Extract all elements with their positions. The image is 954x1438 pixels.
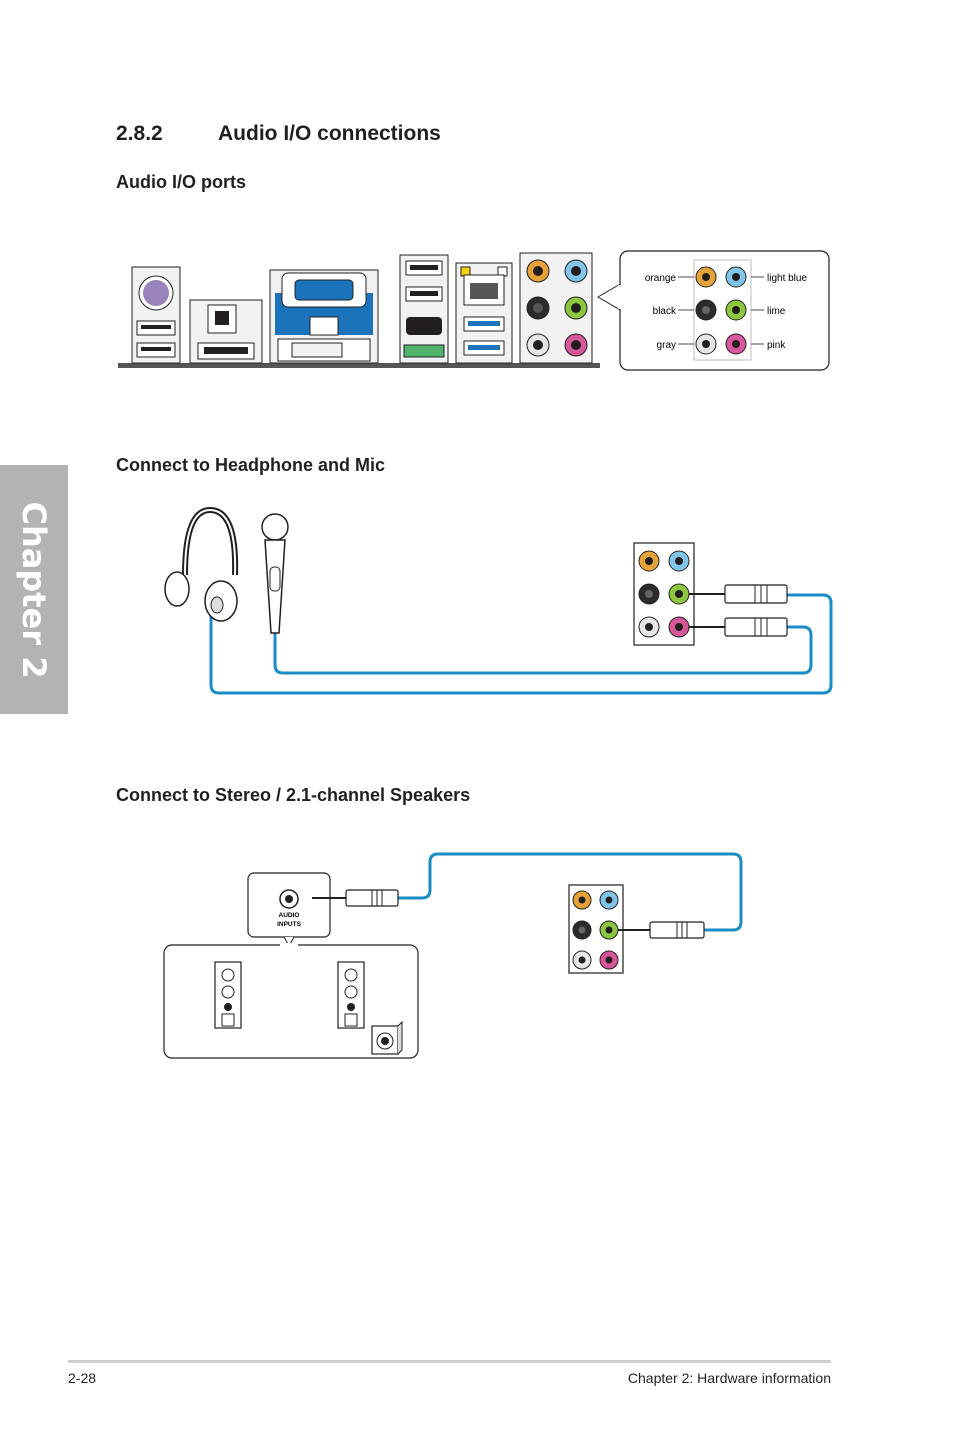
rear-io-panel-diagram: orange light blue black lime gray pink xyxy=(118,250,830,371)
section-title: Audio I/O connections xyxy=(218,122,441,145)
chapter-side-tab: Chapter 2 xyxy=(0,465,68,714)
usb-esata-block xyxy=(399,254,449,364)
footer-chapter-title: Chapter 2: Hardware information xyxy=(627,1370,831,1386)
plug-headphone xyxy=(689,584,788,604)
label-orange: orange xyxy=(645,273,677,284)
lan-usb3-block xyxy=(455,262,513,364)
subheading-audio-ports: Audio I/O ports xyxy=(116,172,246,192)
vga-dvi-block xyxy=(269,269,379,364)
audio-inputs-line1: AUDIO xyxy=(279,912,300,919)
subwoofer-icon xyxy=(371,1020,403,1055)
label-pink: pink xyxy=(767,340,786,351)
label-lime: lime xyxy=(767,306,786,317)
headphone-icon xyxy=(164,506,239,622)
subheading-speakers: Connect to Stereo / 2.1-channel Speakers xyxy=(116,785,471,805)
headphone-mic-diagram xyxy=(164,506,833,695)
section-number: 2.8.2 xyxy=(116,122,163,145)
footer-divider xyxy=(68,1360,831,1363)
speaker-right-icon xyxy=(337,961,365,1029)
label-light-blue: light blue xyxy=(767,273,807,284)
audio-jack-panel xyxy=(568,884,624,974)
speakers-diagram: AUDIO INPUTS xyxy=(163,852,743,1059)
chapter-tab-label: Chapter 2 xyxy=(15,501,53,678)
audio-jack-block xyxy=(519,252,593,364)
plug-speaker-input xyxy=(312,889,399,907)
plug-mic xyxy=(689,617,788,637)
footer-page-number: 2-28 xyxy=(68,1370,97,1386)
microphone-icon xyxy=(261,513,289,634)
audio-inputs-line2: INPUTS xyxy=(277,921,302,928)
speaker-left-icon xyxy=(214,961,242,1029)
plug-line-out xyxy=(618,921,705,939)
label-gray: gray xyxy=(657,340,676,351)
optical-hdmi-block xyxy=(189,299,263,364)
audio-jack-panel xyxy=(633,542,695,646)
ps2-usb-block xyxy=(131,266,181,364)
subheading-headphone-mic: Connect to Headphone and Mic xyxy=(116,455,386,475)
label-black: black xyxy=(653,306,677,317)
audio-inputs-box: AUDIO INPUTS xyxy=(247,872,331,938)
